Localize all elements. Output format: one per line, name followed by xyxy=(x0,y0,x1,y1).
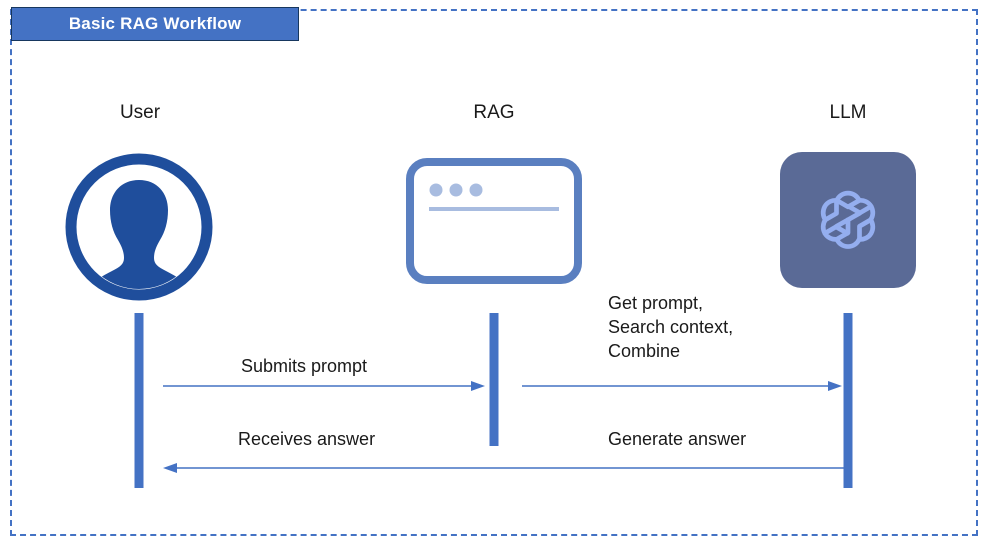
slide-border xyxy=(10,9,978,536)
user-avatar-icon xyxy=(64,152,214,302)
page-title: Basic RAG Workflow xyxy=(68,14,242,33)
message-label-submits-prompt: Submits prompt xyxy=(241,356,368,376)
browser-window-icon xyxy=(405,157,583,285)
lifeline-llm xyxy=(843,313,853,488)
lifeline-user xyxy=(134,313,144,488)
message-label-receives-answer: Receives answer xyxy=(238,429,376,449)
actor-label-user: User xyxy=(119,102,161,123)
lifeline-rag xyxy=(489,313,499,446)
actor-label-rag: RAG xyxy=(473,102,515,123)
message-arrow-return-answer xyxy=(163,461,845,475)
message-arrow-get-prompt-search-combine xyxy=(522,379,842,393)
message-label-get-prompt-search-combine: Get prompt, Search context, Combine xyxy=(608,293,734,361)
title-banner: Basic RAG Workflow xyxy=(11,7,299,41)
openai-knot-icon xyxy=(780,152,916,288)
message-arrow-submits-prompt xyxy=(163,379,485,393)
actor-label-llm: LLM xyxy=(829,102,867,123)
message-label-generate-answer: Generate answer xyxy=(608,429,747,449)
